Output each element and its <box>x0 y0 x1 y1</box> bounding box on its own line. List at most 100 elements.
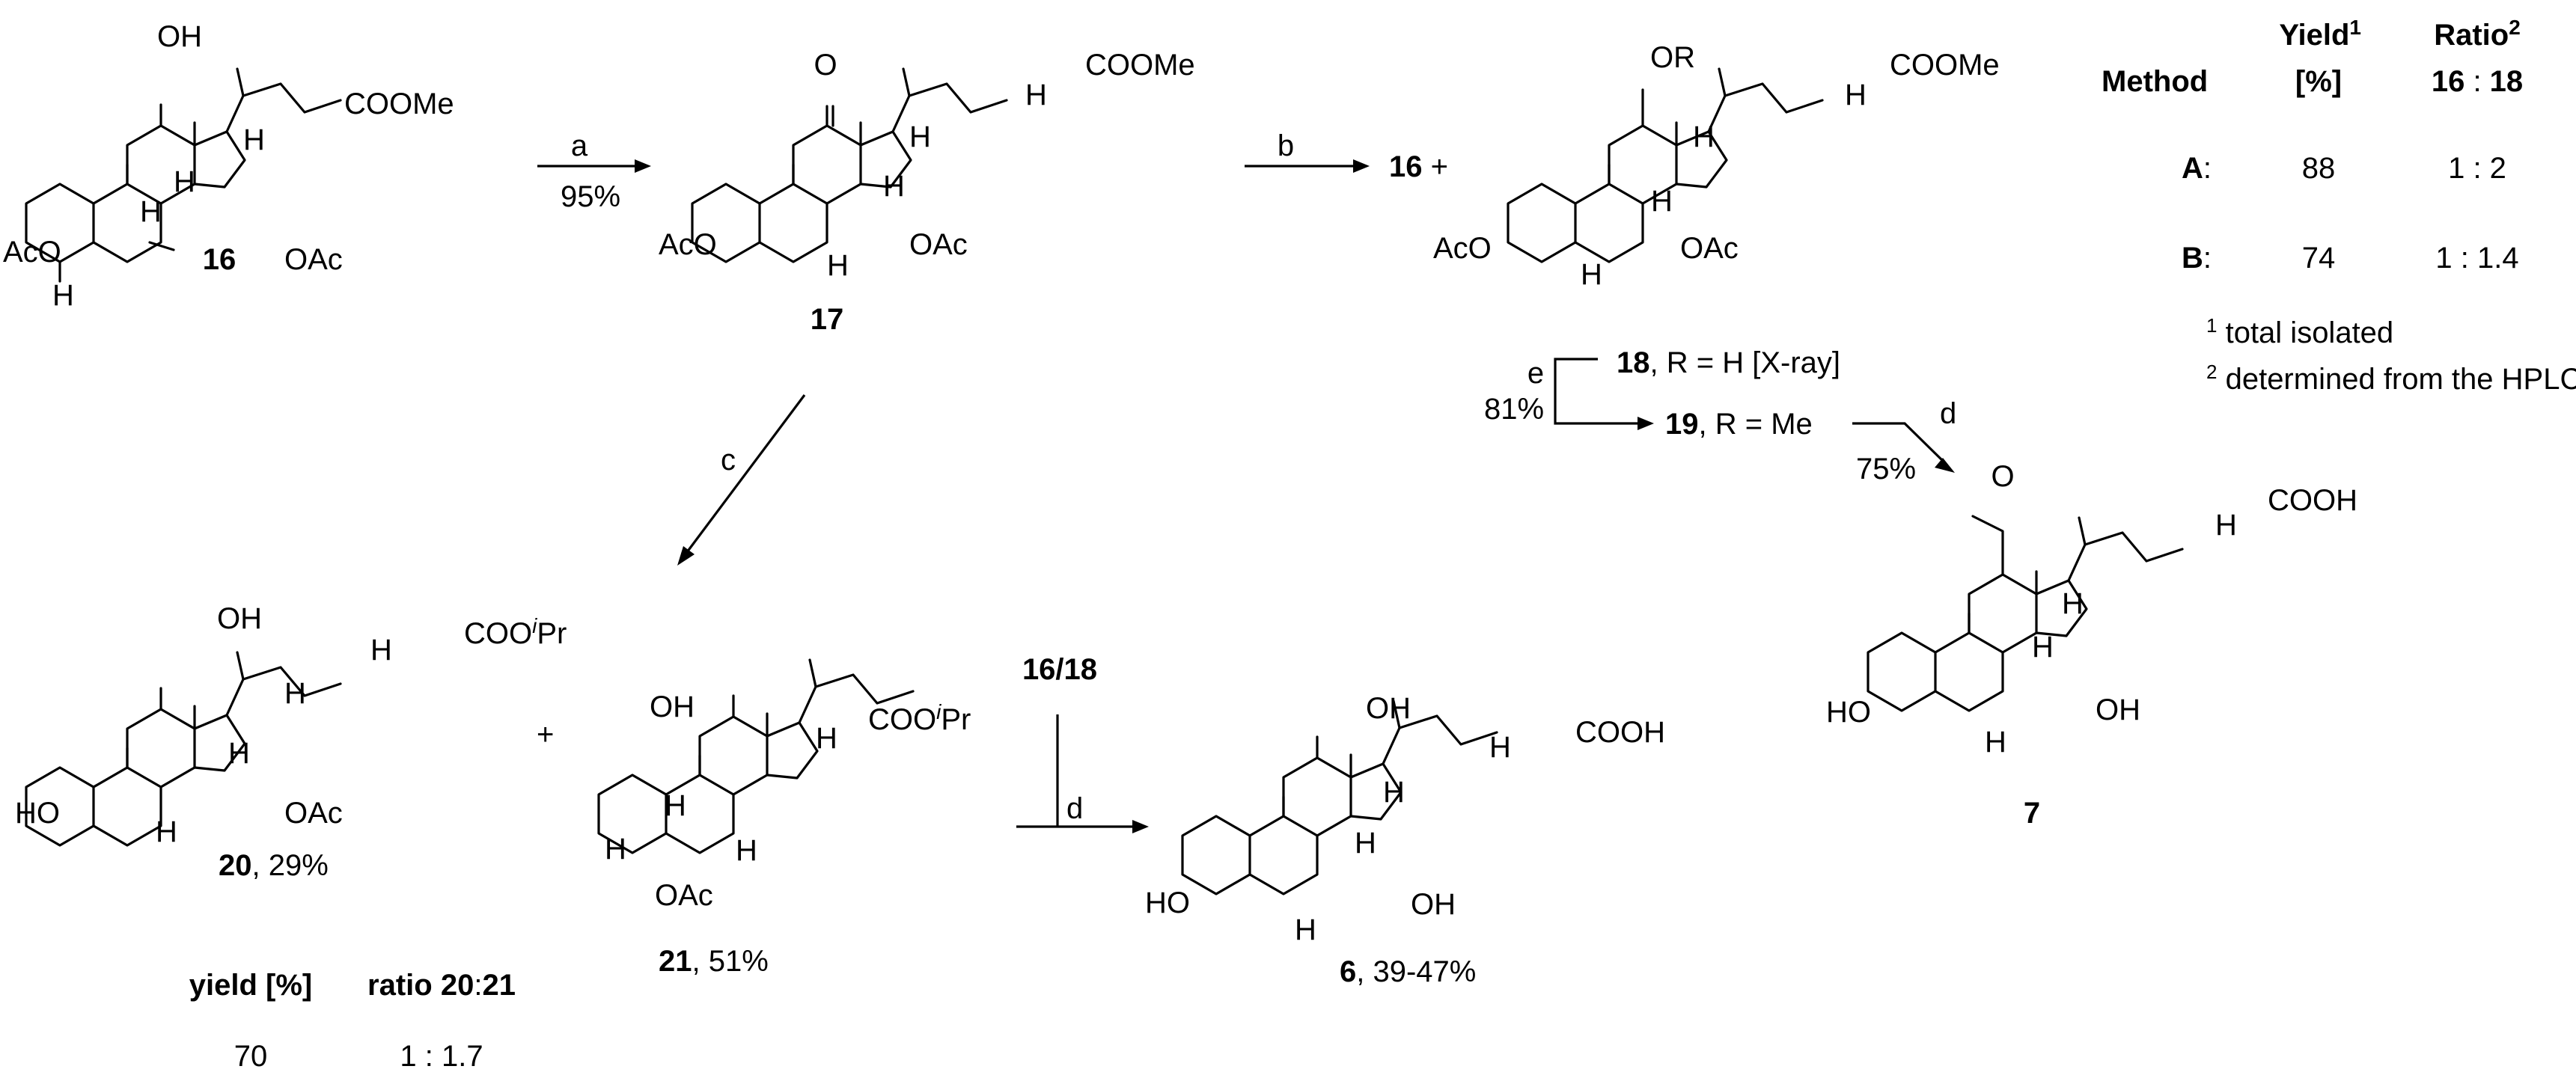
col-yield-unit: [%] <box>2295 65 2342 98</box>
ester-group: COOiPr <box>868 700 971 736</box>
col-yield-header: Yield1 <box>2279 16 2361 52</box>
h-atom: H <box>1383 776 1405 809</box>
reagent-label-c: c <box>721 444 736 477</box>
compound-7-label: 7 <box>2024 797 2040 830</box>
h-atom: H <box>52 279 74 312</box>
col-method-header: Method <box>2102 65 2208 98</box>
oh-group: OH <box>217 602 262 635</box>
reagent-label-e: e <box>1527 357 1544 390</box>
col-yield-header: yield [%] <box>189 969 312 1002</box>
ester-group: COOMe <box>1085 49 1195 82</box>
mixture-16-18-label: 16/18 <box>1022 653 1097 686</box>
results-table-bottom: yield [%] ratio 20:21 70 1 : 1.7 <box>189 969 516 1073</box>
h-atom: H <box>174 165 195 198</box>
aco-group: AcO <box>1433 232 1492 265</box>
compound-7-structure: O COOH HO OH H H H H 7 <box>1826 460 2357 830</box>
arrow-c: c <box>677 394 806 566</box>
h-atom: H <box>1025 79 1047 111</box>
compound-6-structure: OH COOH HO OH H H H H 6, 39-47% <box>1145 692 1665 988</box>
yield-value: 70 <box>234 1040 268 1073</box>
compound-6-caption: 6, 39-47% <box>1340 955 1476 988</box>
h-atom: H <box>1355 827 1376 860</box>
compound-20-structure: OH COOiPr HO OAc H H H H 20, 29% <box>15 602 567 882</box>
oac-group: OAc <box>284 797 343 830</box>
h-atom: H <box>883 170 905 203</box>
h-atom: H <box>1985 726 2006 759</box>
col-ratio-header: Ratio2 <box>2434 16 2521 52</box>
h-atom: H <box>2062 587 2084 620</box>
h-atom: H <box>1651 185 1673 218</box>
method-b: B: <box>2182 242 2212 275</box>
yield-label: 81% <box>1484 393 1544 426</box>
h-atom: H <box>1581 258 1602 291</box>
h-atom: H <box>827 249 849 282</box>
or-group: OR <box>1650 41 1695 74</box>
h-atom: H <box>228 737 250 770</box>
compound-18-structure: OR COOMe AcO OAc H H H H 18, R = H [X-ra… <box>1433 41 2000 379</box>
aco-group: AcO <box>3 236 61 269</box>
h-atom: H <box>2032 631 2054 664</box>
arrow-a: a 95% <box>537 129 651 213</box>
compound-17-structure: O COOMe AcO OAc H H H H 17 <box>659 49 1195 336</box>
compound-18-caption: 18, R = H [X-ray] <box>1617 346 1840 379</box>
h-atom: H <box>1295 913 1316 946</box>
arrow-b: b <box>1245 129 1370 173</box>
ho-group: HO <box>15 797 60 830</box>
oac-group: OAc <box>909 228 968 261</box>
ratio-a: 1 : 2 <box>2448 152 2506 185</box>
acid-group: COOH <box>2268 484 2357 517</box>
ratio-b: 1 : 1.4 <box>2435 242 2518 275</box>
h-atom: H <box>909 120 931 153</box>
arrow-d-to-7: d 75% <box>1852 397 1956 486</box>
keto-oxygen: O <box>814 49 837 82</box>
ratio-value: 1 : 1.7 <box>400 1040 483 1073</box>
h-atom: H <box>140 195 162 228</box>
ho-group: HO <box>1145 886 1190 919</box>
compound-16-structure: OH COOMe AcO OAc H H H H 16 <box>3 20 454 312</box>
product-16-ref: 16 + <box>1389 150 1448 183</box>
h-atom: H <box>665 789 686 822</box>
acid-group: COOH <box>1575 716 1665 749</box>
col-ratio-header: ratio 20:21 <box>367 969 516 1002</box>
yield-label: 75% <box>1856 453 1916 486</box>
arrow-e: e 81% <box>1484 357 1654 430</box>
reagent-label-b: b <box>1278 129 1294 162</box>
oh-group: OH <box>157 20 202 53</box>
reagent-label-d: d <box>1066 792 1083 825</box>
ester-group: COOMe <box>1890 49 2000 82</box>
h-atom: H <box>736 834 757 867</box>
compound-16-label: 16 <box>203 243 236 276</box>
h-atom: H <box>1845 79 1867 111</box>
oh-group: OH <box>1366 692 1411 725</box>
col-ratio-sub: 16 : 18 <box>2432 65 2523 98</box>
arrow-d-to-6: 16/18 d <box>1016 653 1149 833</box>
compound-17-label: 17 <box>811 303 844 336</box>
reagent-label-d: d <box>1940 397 1956 430</box>
yield-a: 88 <box>2302 152 2336 185</box>
oac-group: OAc <box>1680 232 1739 265</box>
yield-label: 95% <box>561 180 620 213</box>
h-atom: H <box>243 123 265 156</box>
oac-group: OAc <box>284 243 343 276</box>
compound-19-caption: 19, R = Me <box>1665 408 1813 441</box>
h-atom: H <box>1489 731 1511 764</box>
h-atom: H <box>370 634 392 667</box>
compound-21-structure: OH COOiPr OAc H H H H 21, 51% <box>597 658 971 978</box>
plus-sign: + <box>537 718 554 751</box>
oac-group: OAc <box>655 879 713 912</box>
compound-21-caption: 21, 51% <box>659 945 769 978</box>
oh-group: OH <box>1411 888 1456 921</box>
ester-group: COOMe <box>344 88 454 120</box>
ester-group: COOiPr <box>464 614 567 650</box>
h-atom: H <box>816 722 837 755</box>
oh-group: OH <box>650 690 695 723</box>
h-atom: H <box>156 815 177 848</box>
h-atom: H <box>284 677 306 710</box>
ho-group: HO <box>1826 696 1871 729</box>
reagent-label-a: a <box>571 129 588 162</box>
footnote-1: 1 total isolated <box>2206 314 2393 349</box>
aco-group: AcO <box>659 228 717 261</box>
oh-group: OH <box>2096 693 2140 726</box>
footnote-2: 2 determined from the HPLC traces <box>2206 361 2576 396</box>
results-table-top: Yield1 Ratio2 Method [%] 16 : 18 A: 88 1… <box>2102 16 2576 396</box>
